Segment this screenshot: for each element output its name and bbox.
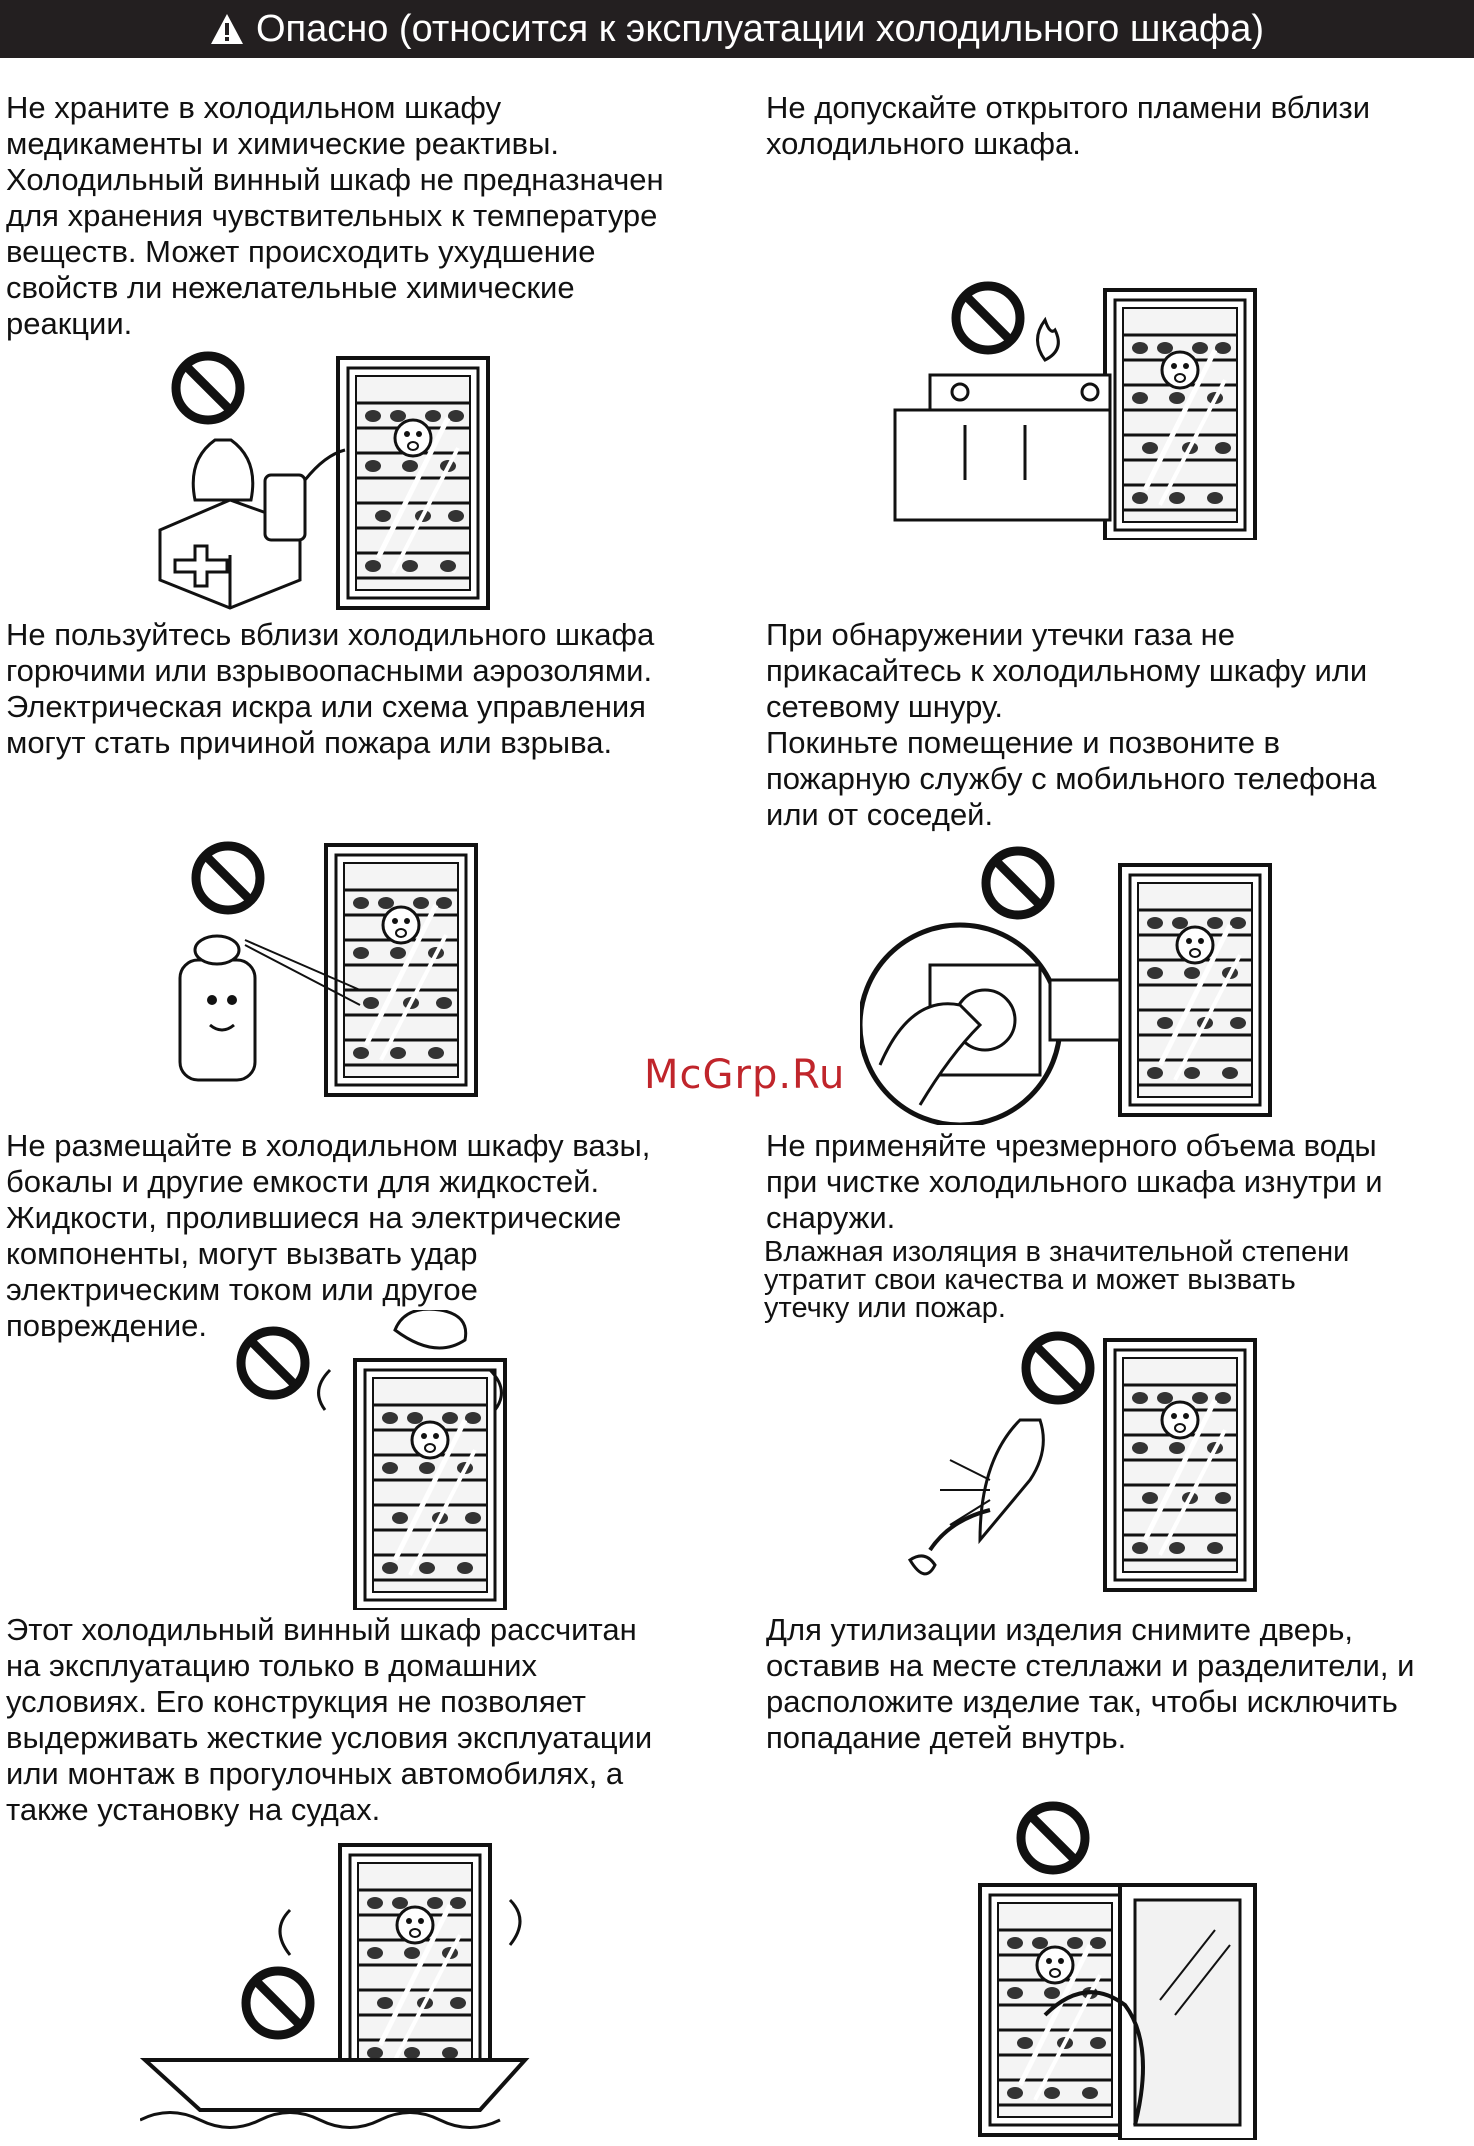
text-line: Влажная изоляция в значительной степени	[764, 1236, 1350, 1268]
text-line: выдерживать жесткие условия эксплуатации	[6, 1720, 653, 1755]
prohibition-icon	[956, 286, 1020, 350]
section-water-note: Влажная изоляция в значительной степени …	[764, 1236, 1350, 1324]
text-line: горючими или взрывоопасными аэрозолями.	[6, 653, 653, 688]
text-line: повреждение.	[6, 1308, 207, 1343]
text-line: Холодильный винный шкаф не предназначен	[6, 162, 664, 197]
danger-header: Опасно (относится к эксплуатации холодил…	[0, 0, 1474, 58]
text-line: компоненты, могут вызвать удар	[6, 1236, 478, 1271]
section-open-flame: Не допускайте открытого пламени вблизи х…	[766, 90, 1370, 162]
warning-triangle-icon	[210, 14, 243, 44]
text-line: Не пользуйтесь вблизи холодильного шкафа	[6, 617, 655, 652]
prohibition-icon	[1026, 1336, 1090, 1400]
illustration-disposal	[975, 1800, 1257, 2140]
text-line: бокалы и другие емкости для жидкостей.	[6, 1164, 600, 1199]
text-line: Не применяйте чрезмерного объема воды	[766, 1128, 1377, 1163]
section-domestic: Этот холодильный винный шкаф рассчитан н…	[6, 1612, 652, 1828]
text-line: При обнаружении утечки газа не	[766, 617, 1236, 652]
text-line: при чистке холодильного шкафа изнутри и	[766, 1164, 1383, 1199]
section-aerosols: Не пользуйтесь вблизи холодильного шкафа…	[6, 617, 654, 761]
illustration-medicines	[158, 350, 520, 610]
section-gas-leak: При обнаружении утечки газа не прикасайт…	[766, 617, 1376, 833]
prohibition-icon	[176, 356, 240, 420]
text-line: холодильного шкафа.	[766, 126, 1081, 161]
text-line: Для утилизации изделия снимите дверь,	[766, 1612, 1354, 1647]
illustration-domestic	[140, 1840, 530, 2129]
section-vases: Не размещайте в холодильном шкафу вазы, …	[6, 1128, 650, 1344]
text-line: снаружи.	[766, 1200, 896, 1235]
text-line: реакции.	[6, 306, 133, 341]
illustration-aerosols	[178, 840, 530, 1100]
illustration-gas-leak	[860, 845, 1320, 1125]
text-line: на эксплуатацию только в домашних	[6, 1648, 537, 1683]
text-line: или от соседей.	[766, 797, 994, 832]
text-line: для хранения чувствительных к температур…	[6, 198, 658, 233]
text-line: могут стать причиной пожара или взрыва.	[6, 725, 613, 760]
text-line: или монтаж в прогулочных автомобилях, а	[6, 1756, 624, 1791]
text-line: медикаменты и химические реактивы.	[6, 126, 560, 161]
text-line: веществ. Может происходить ухудшение	[6, 234, 596, 269]
prohibition-icon	[196, 846, 260, 910]
illustration-open-flame	[893, 280, 1330, 540]
text-line: Жидкости, пролившиеся на электрические	[6, 1200, 622, 1235]
text-line: пожарную службу с мобильного телефона	[766, 761, 1377, 796]
text-line: Не допускайте открытого пламени вблизи	[766, 90, 1371, 125]
text-line: расположите изделие так, чтобы исключить	[766, 1684, 1398, 1719]
text-line: свойств ли нежелательные химические	[6, 270, 575, 305]
text-line: утечку или пожар.	[764, 1292, 1006, 1324]
text-line: условиях. Его конструкция не позволяет	[6, 1684, 587, 1719]
text-line: также установку на судах.	[6, 1792, 381, 1827]
text-line: Не храните в холодильном шкафу	[6, 90, 502, 125]
text-line: оставив на месте стеллажи и разделители,…	[766, 1648, 1415, 1683]
section-disposal: Для утилизации изделия снимите дверь, ос…	[766, 1612, 1414, 1756]
text-line: электрическим током или другое	[6, 1272, 478, 1307]
section-medicines: Не храните в холодильном шкафу медикамен…	[6, 90, 664, 342]
header-title: Опасно (относится к эксплуатации холодил…	[255, 7, 1264, 50]
text-line: Электрическая искра или схема управления	[6, 689, 646, 724]
prohibition-icon	[1021, 1806, 1085, 1870]
text-line: попадание детей внутрь.	[766, 1720, 1127, 1755]
prohibition-icon	[986, 851, 1050, 915]
text-line: прикасайтесь к холодильному шкафу или	[766, 653, 1368, 688]
section-water: Не применяйте чрезмерного объема воды пр…	[766, 1128, 1383, 1236]
prohibition-icon	[241, 1331, 305, 1395]
text-line: утратит свои качества и может вызвать	[764, 1264, 1296, 1296]
text-line: Не размещайте в холодильном шкафу вазы,	[6, 1128, 651, 1163]
text-line: сетевому шнуру.	[766, 689, 1003, 724]
prohibition-icon	[246, 1971, 310, 2035]
watermark-text: McGrp.Ru	[644, 1052, 846, 1098]
illustration-water	[907, 1330, 1270, 1600]
text-line: Покиньте помещение и позвоните в	[766, 725, 1281, 760]
illustration-vases	[230, 1310, 530, 1610]
text-line: Этот холодильный винный шкаф рассчитан	[6, 1612, 637, 1647]
